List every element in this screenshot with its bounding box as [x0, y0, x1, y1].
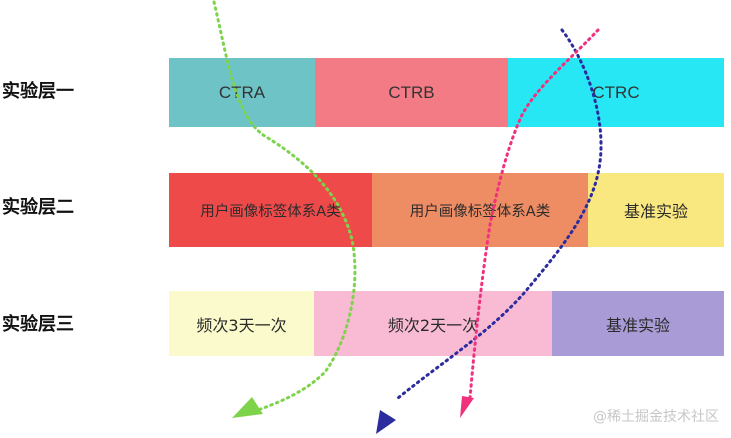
green-arrowhead [232, 397, 263, 418]
layer-label-2: 实验层二 [2, 197, 74, 218]
segment-baseline-2: 基准实验 [552, 291, 724, 356]
segment-ctrb: CTRB [315, 58, 508, 127]
experiment-layer-1: CTRA CTRB CTRC [169, 58, 724, 127]
segment-user-profile-a-2: 用户画像标签体系A类 [372, 173, 588, 247]
experiment-layer-3: 频次3天一次 频次2天一次 基准实验 [169, 291, 724, 356]
segment-ctrc: CTRC [508, 58, 724, 127]
experiment-layer-2: 用户画像标签体系A类 用户画像标签体系A类 基准实验 [169, 173, 724, 247]
watermark: @稀土掘金技术社区 [593, 409, 719, 425]
layer-label-3: 实验层三 [2, 314, 74, 335]
segment-ctra: CTRA [169, 58, 315, 127]
segment-user-profile-a-1: 用户画像标签体系A类 [169, 173, 372, 247]
pink-arrowhead [460, 396, 474, 418]
segment-baseline-1: 基准实验 [588, 173, 724, 247]
segment-frequency-3-days: 频次3天一次 [169, 291, 314, 356]
layer-label-1: 实验层一 [2, 81, 74, 102]
segment-frequency-2-days: 频次2天一次 [314, 291, 552, 356]
navy-arrowhead [376, 410, 396, 434]
